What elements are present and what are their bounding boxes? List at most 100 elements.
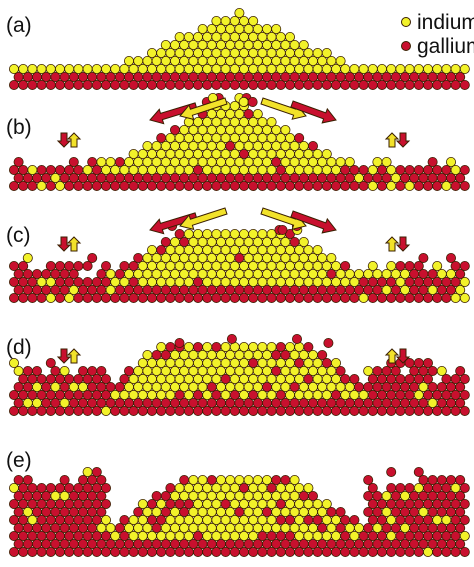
island-atom: [335, 365, 346, 376]
island-atom: [160, 236, 171, 247]
surface-atom: [8, 357, 19, 368]
island-atom: [312, 48, 323, 59]
surface-atom: [455, 490, 466, 501]
surface-atom: [441, 64, 452, 75]
substrate-atom: [455, 397, 466, 408]
island-atom: [229, 228, 240, 239]
surface-atom: [459, 373, 470, 384]
island-atom: [261, 474, 272, 485]
surface-atom: [59, 474, 70, 485]
surface-atom: [96, 474, 107, 485]
island-atom: [307, 490, 318, 501]
island-atom: [133, 252, 144, 263]
surface-atom: [422, 373, 433, 384]
surface-atom: [455, 381, 466, 392]
surface-atom: [367, 482, 378, 493]
substrate-atom: [413, 164, 424, 175]
island-atom: [335, 56, 346, 67]
panel-label-d: (d): [6, 336, 32, 359]
surface-atom: [455, 506, 466, 517]
adatom: [291, 333, 302, 344]
island-atom: [248, 228, 259, 239]
island-atom: [211, 341, 222, 352]
arrow-small-up: [384, 236, 400, 252]
island-atom: [298, 40, 309, 51]
surface-atom: [64, 64, 75, 75]
island-atom: [353, 523, 364, 534]
adatom: [323, 337, 334, 348]
island-atom: [192, 341, 203, 352]
surface-atom: [82, 260, 93, 271]
substrate-atom: [27, 164, 38, 175]
surface-atom: [73, 260, 84, 271]
surface-atom: [367, 260, 378, 271]
island-atom: [303, 341, 314, 352]
surface-atom: [413, 466, 424, 477]
arrow-small-down: [395, 132, 411, 148]
adatom: [277, 224, 288, 235]
island-atom: [220, 15, 231, 26]
arrow-small-down: [56, 236, 72, 252]
surface-atom: [445, 252, 456, 263]
island-atom: [151, 490, 162, 501]
surface-atom: [372, 365, 383, 376]
substrate-atom: [45, 164, 56, 175]
island-atom: [353, 381, 364, 392]
substrate-atom: [459, 164, 470, 175]
island-atom: [335, 156, 346, 167]
panel-c-atoms: [8, 220, 470, 303]
island-atom: [248, 341, 259, 352]
substrate-atom: [55, 164, 66, 175]
surface-atom: [413, 260, 424, 271]
panel-e-atoms: [8, 466, 470, 558]
substrate-atom: [459, 405, 470, 416]
surface-atom: [432, 260, 443, 271]
surface-atom: [36, 482, 47, 493]
island-atom: [114, 156, 125, 167]
surface-atom: [101, 482, 112, 493]
surface-atom: [413, 357, 424, 368]
island-atom: [317, 349, 328, 360]
island-atom: [344, 156, 355, 167]
island-atom: [271, 23, 282, 34]
surface-atom: [82, 466, 93, 477]
surface-atom: [22, 474, 33, 485]
island-atom: [174, 32, 185, 43]
island-atom: [179, 474, 190, 485]
surface-atom: [381, 156, 392, 167]
adatom: [247, 97, 258, 108]
island-atom: [105, 523, 116, 534]
surface-atom: [68, 156, 79, 167]
island-atom: [243, 474, 254, 485]
surface-atom: [459, 482, 470, 493]
island-atom: [183, 32, 194, 43]
island-atom: [206, 474, 217, 485]
island-atom: [105, 381, 116, 392]
island-atom: [349, 515, 360, 526]
island-atom: [234, 474, 245, 485]
island-atom: [128, 148, 139, 159]
surface-atom: [418, 252, 429, 263]
island-atom: [165, 482, 176, 493]
surface-atom: [455, 523, 466, 534]
island-atom: [133, 56, 144, 67]
island-atom: [142, 349, 153, 360]
island-atom: [197, 474, 208, 485]
surface-atom: [96, 506, 107, 517]
island-atom: [142, 140, 153, 151]
substrate-atom: [36, 164, 47, 175]
surface-atom: [18, 64, 29, 75]
island-atom: [211, 228, 222, 239]
island-atom: [183, 228, 194, 239]
island-atom: [289, 474, 300, 485]
surface-atom: [32, 268, 43, 279]
surface-atom: [13, 156, 24, 167]
surface-atom: [363, 365, 374, 376]
surface-atom: [101, 64, 112, 75]
island-atom: [169, 125, 180, 136]
island-atom: [321, 48, 332, 59]
island-atom: [303, 482, 314, 493]
island-atom: [321, 148, 332, 159]
legend-indium-swatch: [401, 17, 411, 27]
arrows: [56, 97, 411, 364]
